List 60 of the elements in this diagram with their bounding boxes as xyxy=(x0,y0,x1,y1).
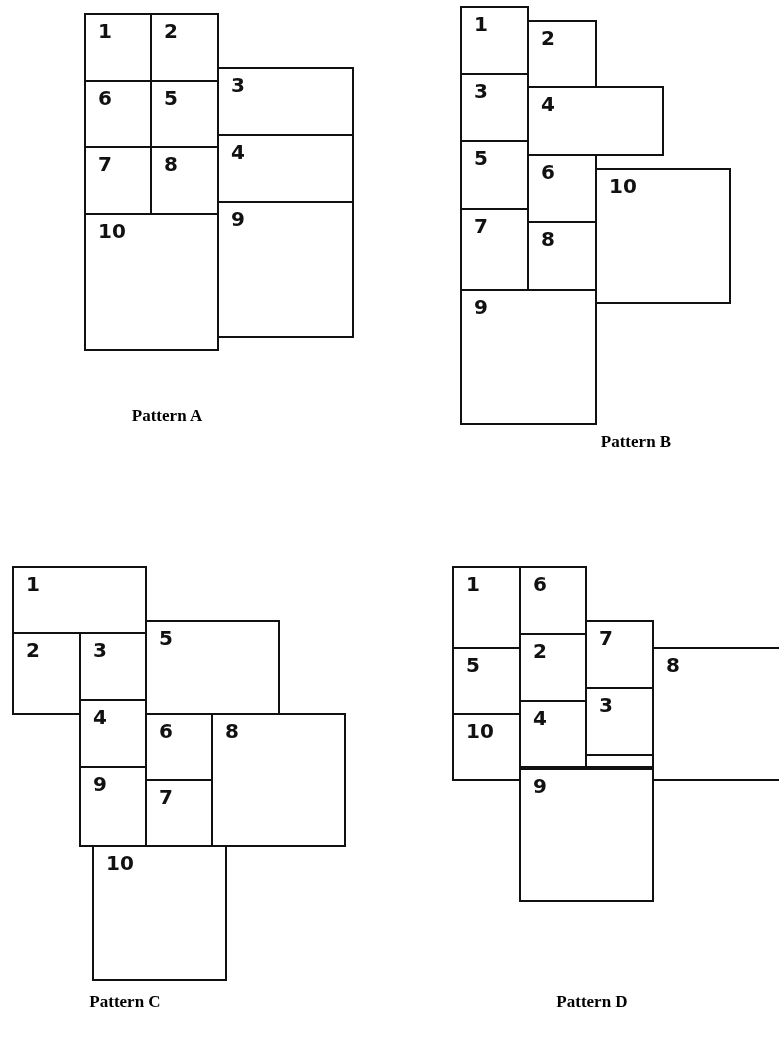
box-number: 1 xyxy=(98,21,112,41)
numbered-box xyxy=(12,566,147,634)
box-number: 2 xyxy=(541,28,555,48)
pattern-caption: Pattern B xyxy=(600,432,672,452)
box-number: 4 xyxy=(541,94,555,114)
box-number: 9 xyxy=(231,209,245,229)
numbered-box xyxy=(84,13,152,82)
box-number: 7 xyxy=(599,628,613,648)
box-number: 5 xyxy=(159,628,173,648)
box-number: 10 xyxy=(106,853,134,873)
numbered-box xyxy=(92,845,227,981)
pattern-caption: Pattern A xyxy=(131,406,203,426)
box-number: 10 xyxy=(98,221,126,241)
box-number: 4 xyxy=(93,707,107,727)
box-number: 3 xyxy=(474,81,488,101)
box-number: 3 xyxy=(93,640,107,660)
box-number: 9 xyxy=(474,297,488,317)
numbered-box xyxy=(460,289,597,425)
box-number: 2 xyxy=(164,21,178,41)
box-number: 1 xyxy=(474,14,488,34)
box-number: 8 xyxy=(541,229,555,249)
box-number: 1 xyxy=(26,574,40,594)
box-number: 2 xyxy=(26,640,40,660)
box-number: 3 xyxy=(231,75,245,95)
box-number: 6 xyxy=(533,574,547,594)
box-number: 10 xyxy=(609,176,637,196)
box-number: 9 xyxy=(93,774,107,794)
box-number: 6 xyxy=(159,721,173,741)
box-number: 4 xyxy=(231,142,245,162)
box-number: 5 xyxy=(474,148,488,168)
numbered-box xyxy=(12,632,81,715)
pattern-caption: Pattern C xyxy=(89,992,161,1012)
numbered-box xyxy=(452,713,521,781)
box-number: 10 xyxy=(466,721,494,741)
box-number: 7 xyxy=(98,154,112,174)
numbered-box xyxy=(595,168,731,304)
numbered-box xyxy=(145,620,280,715)
box-number: 8 xyxy=(164,154,178,174)
box-number: 3 xyxy=(599,695,613,715)
box-number: 8 xyxy=(225,721,239,741)
box-number: 8 xyxy=(666,655,680,675)
box-number: 2 xyxy=(533,641,547,661)
pattern-caption: Pattern D xyxy=(556,992,628,1012)
box-number: 6 xyxy=(98,88,112,108)
box-number: 5 xyxy=(466,655,480,675)
numbered-box xyxy=(527,20,597,88)
numbered-box xyxy=(84,213,219,351)
numbered-box xyxy=(217,201,354,338)
numbered-box xyxy=(652,647,779,781)
box-number: 7 xyxy=(474,216,488,236)
numbered-box xyxy=(452,566,521,649)
box-number: 4 xyxy=(533,708,547,728)
numbered-box xyxy=(217,67,354,136)
box-number: 7 xyxy=(159,787,173,807)
box-number: 6 xyxy=(541,162,555,182)
box-number: 9 xyxy=(533,776,547,796)
box-number: 1 xyxy=(466,574,480,594)
numbered-box xyxy=(519,768,654,902)
numbered-box xyxy=(460,6,529,75)
box-number: 5 xyxy=(164,88,178,108)
